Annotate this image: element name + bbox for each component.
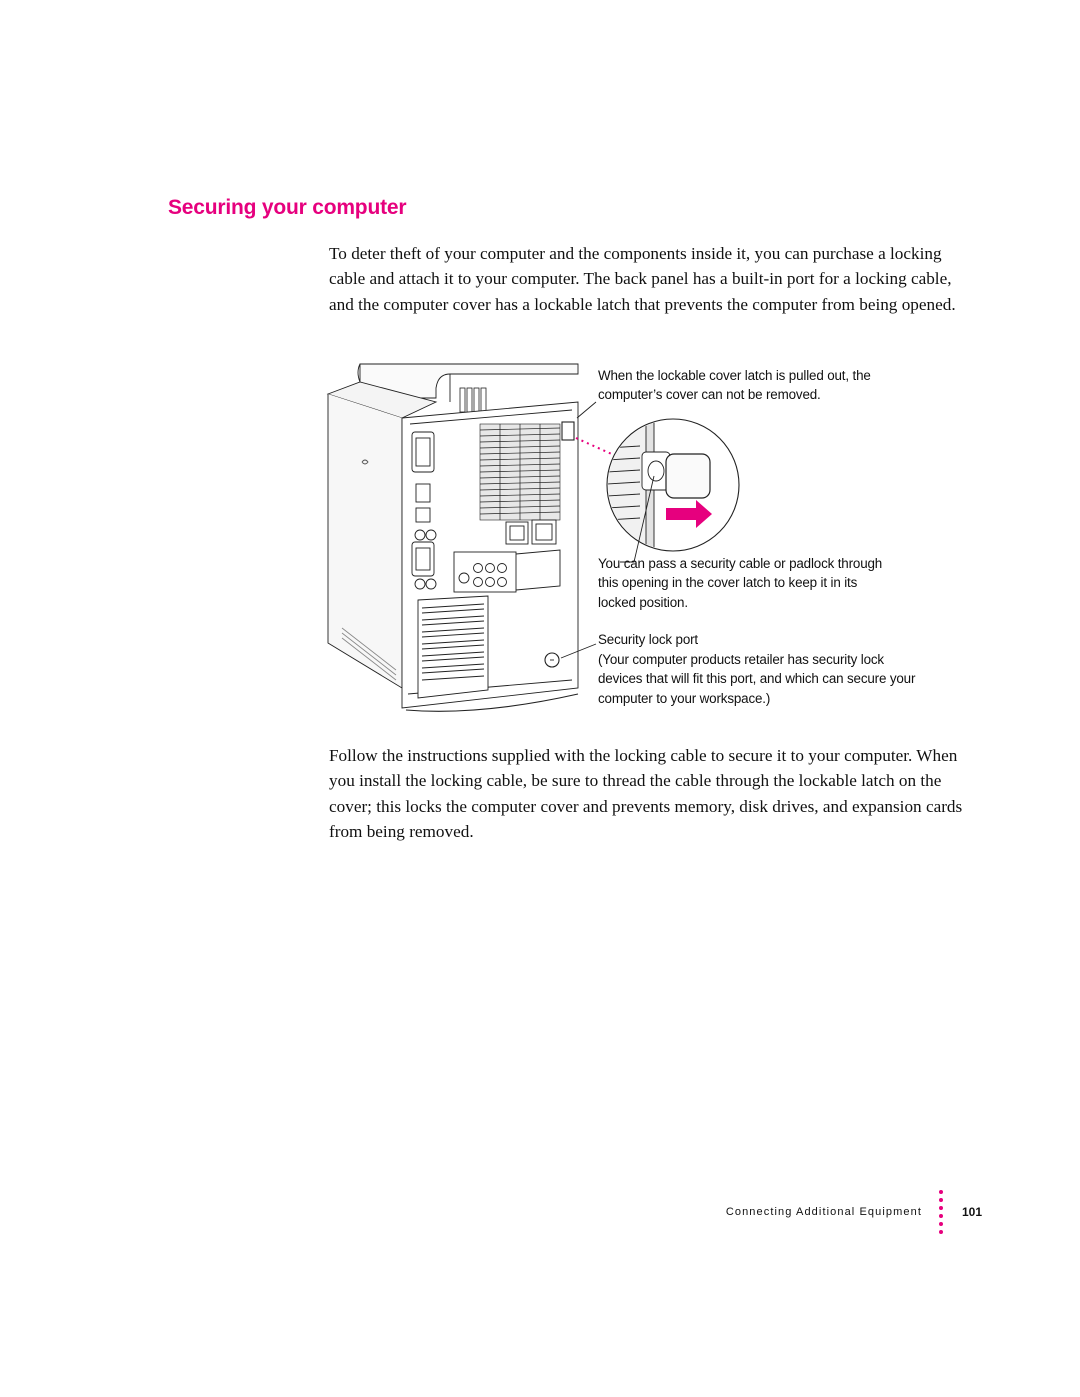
latch-callout: When the lockable cover latch is pulled … (598, 368, 871, 403)
security-port-callout-title: Security lock port (598, 632, 698, 647)
expansion-slots (417, 595, 489, 699)
top-vent (459, 387, 487, 413)
section-heading: Securing your computer (168, 196, 407, 219)
cable-callout: You can pass a security cable or padlock… (598, 556, 883, 610)
page-number: 101 (962, 1205, 983, 1219)
footer-dot-divider (937, 1190, 945, 1240)
footer-chapter-title: Connecting Additional Equipment (725, 1206, 922, 1218)
instructions-paragraph: Follow the instructions supplied with th… (329, 746, 963, 841)
computer-back-panel-illustration (326, 363, 740, 712)
security-port-callout-note: (Your computer products retailer has sec… (598, 652, 916, 706)
intro-paragraph: To deter theft of your computer and the … (329, 244, 956, 314)
latch-magnified-view (606, 418, 740, 552)
